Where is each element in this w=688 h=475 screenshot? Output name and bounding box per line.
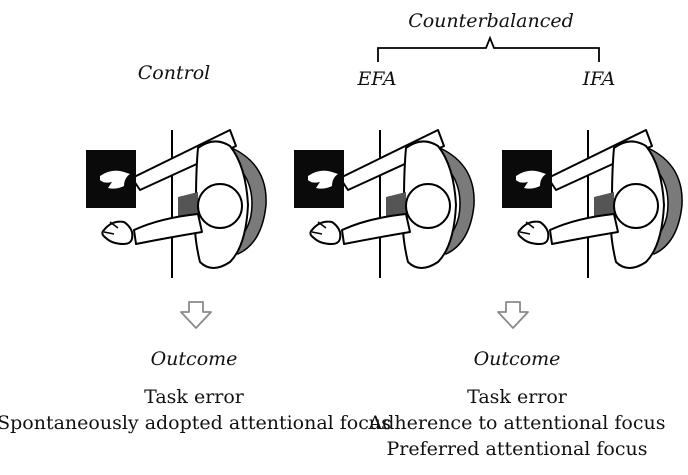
efa-participant-figure xyxy=(293,129,476,279)
outcome-line: Adherence to attentional focus xyxy=(368,412,666,434)
outcome-line: Task error xyxy=(144,386,244,408)
control-outcome: Outcome Task error Spontaneously adopted… xyxy=(0,346,391,436)
counterbalanced-label: Counterbalanced xyxy=(408,10,574,32)
control-participant-figure xyxy=(85,129,268,279)
down-arrow-icon xyxy=(497,301,529,329)
down-arrow-icon xyxy=(180,301,212,329)
outcome-line: Task error xyxy=(467,386,567,408)
outcome-heading: Outcome xyxy=(473,348,561,370)
outcome-line: Preferred attentional focus xyxy=(386,438,648,460)
ifa-label: IFA xyxy=(582,68,616,90)
ifa-participant-figure xyxy=(501,129,684,279)
brace-icon xyxy=(377,35,600,62)
efa-label: EFA xyxy=(357,68,397,90)
experimental-outcome: Outcome Task error Adherence to attentio… xyxy=(369,346,666,462)
control-label: Control xyxy=(137,62,211,84)
outcome-heading: Outcome xyxy=(150,348,238,370)
outcome-line: Spontaneously adopted attentional focus xyxy=(0,412,391,434)
